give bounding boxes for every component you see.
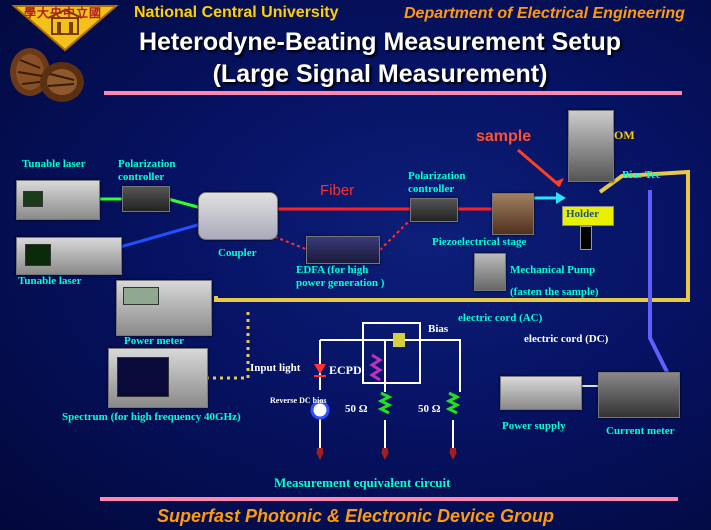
page-title-line2: (Large Signal Measurement) — [212, 60, 548, 88]
label-r1: 50 Ω — [345, 403, 368, 415]
label-power-meter: Power meter — [124, 335, 184, 347]
title-divider — [104, 91, 682, 95]
tunable-laser-2-instrument — [16, 237, 122, 275]
label-input-light: Input light — [250, 362, 301, 374]
power-supply-instrument — [500, 376, 582, 410]
power-meter-instrument — [116, 280, 212, 336]
label-bias-tee: Bias Tee — [622, 169, 661, 181]
label-om: OM — [614, 128, 635, 142]
university-logo: 學大央中立國 — [6, 0, 124, 52]
om-microscope — [568, 110, 614, 182]
footer-group-name: Superfast Photonic & Electronic Device G… — [156, 506, 555, 526]
piezo-stage-device — [492, 193, 534, 235]
label-coupler: Coupler — [218, 247, 257, 259]
holder-stand — [580, 226, 592, 250]
label-sample: sample — [476, 128, 532, 145]
university-name: National Central University — [134, 4, 339, 21]
label-mechanical-pump: Mechanical Pump — [510, 264, 596, 276]
label-electric-cord-ac: electric cord (AC) — [458, 312, 543, 324]
label-piezo-stage: Piezoelectrical stage — [432, 236, 527, 248]
label-holder: Holder — [566, 208, 599, 220]
label-spectrum: Spectrum (for high frequency 40GHz) — [62, 411, 241, 423]
spectrum-analyzer-instrument — [108, 348, 208, 408]
label-bias: Bias — [428, 323, 449, 335]
label-tunable-laser-2: Tunable laser — [18, 275, 82, 287]
label-power-supply: Power supply — [502, 420, 566, 432]
label-electric-cord-dc: electric cord (DC) — [524, 333, 609, 345]
department-name: Department of Electrical Engineering — [404, 5, 685, 22]
label-current-meter: Current meter — [606, 425, 675, 437]
label-polarization-controller-2: Polarization controller — [408, 170, 466, 195]
label-fiber: Fiber — [320, 182, 355, 199]
pine-cone-decoration — [10, 48, 84, 102]
footer-divider — [100, 497, 678, 501]
coupler-device — [198, 192, 278, 240]
label-fasten: (fasten the sample) — [510, 286, 599, 298]
label-r2: 50 Ω — [418, 403, 441, 415]
label-polarization-controller-1: Polarization controller — [118, 158, 176, 183]
polarization-controller-1-device — [122, 186, 170, 212]
mechanical-pump-device — [474, 253, 506, 291]
tunable-laser-1-instrument — [16, 180, 100, 220]
label-reverse-dc-bias: Reverse DC bias — [270, 396, 327, 405]
label-tunable-laser-1: Tunable laser — [22, 158, 86, 170]
page-title-line1: Heterodyne-Beating Measurement Setup — [138, 28, 622, 56]
label-ecpd: ECPD — [329, 363, 362, 377]
label-measurement-circuit: Measurement equivalent circuit — [274, 475, 451, 490]
holder-box — [562, 206, 614, 226]
polarization-controller-2-device — [410, 198, 458, 222]
edfa-device — [306, 236, 380, 264]
label-edfa: EDFA (for high power generation ) — [296, 264, 385, 289]
current-meter-instrument — [598, 372, 680, 418]
